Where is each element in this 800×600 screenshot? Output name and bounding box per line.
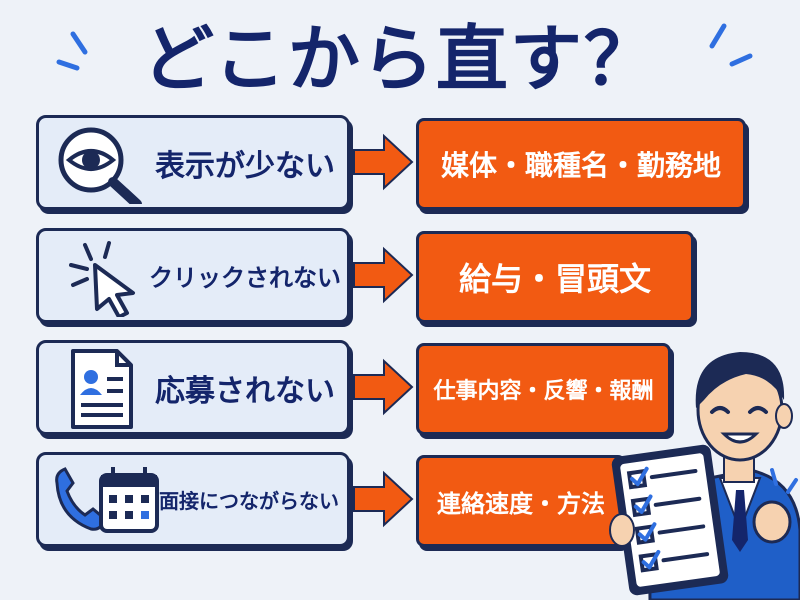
problem-box-clicks: クリックされない [36, 228, 350, 323]
problem-box-interviews: 面接につながらない [36, 452, 350, 547]
resume-document-icon [71, 349, 133, 429]
problem-box-applications: 応募されない [36, 340, 350, 435]
businessman-with-checklist-illustration [609, 352, 800, 600]
magnifier-eye-icon [58, 127, 142, 204]
sparkle-lines-right-icon [709, 23, 753, 67]
arrow-right-icon [353, 246, 414, 304]
arrow-right-icon [353, 358, 414, 416]
problem-label: 表示が少ない [155, 148, 335, 184]
fix-box-interviews: 連絡速度・方法 [416, 455, 626, 547]
problem-box-impressions: 表示が少ない [36, 115, 350, 210]
fix-box-impressions: 媒体・職種名・勤務地 [416, 118, 746, 210]
problem-label: クリックされない [149, 264, 341, 292]
fix-box-clicks: 給与・冒頭文 [416, 231, 694, 323]
problem-label: 面接につながらない [159, 489, 339, 513]
arrow-right-icon [353, 133, 414, 191]
cursor-click-icon [69, 241, 135, 317]
sparkle-lines-left-icon [56, 31, 88, 71]
arrow-right-icon [353, 470, 414, 528]
problem-label: 応募されない [155, 373, 335, 409]
fix-box-applications: 仕事内容・反響・報酬 [416, 343, 671, 435]
page-title: どこから直す？ [142, 17, 658, 101]
phone-calendar-icon [55, 467, 159, 533]
